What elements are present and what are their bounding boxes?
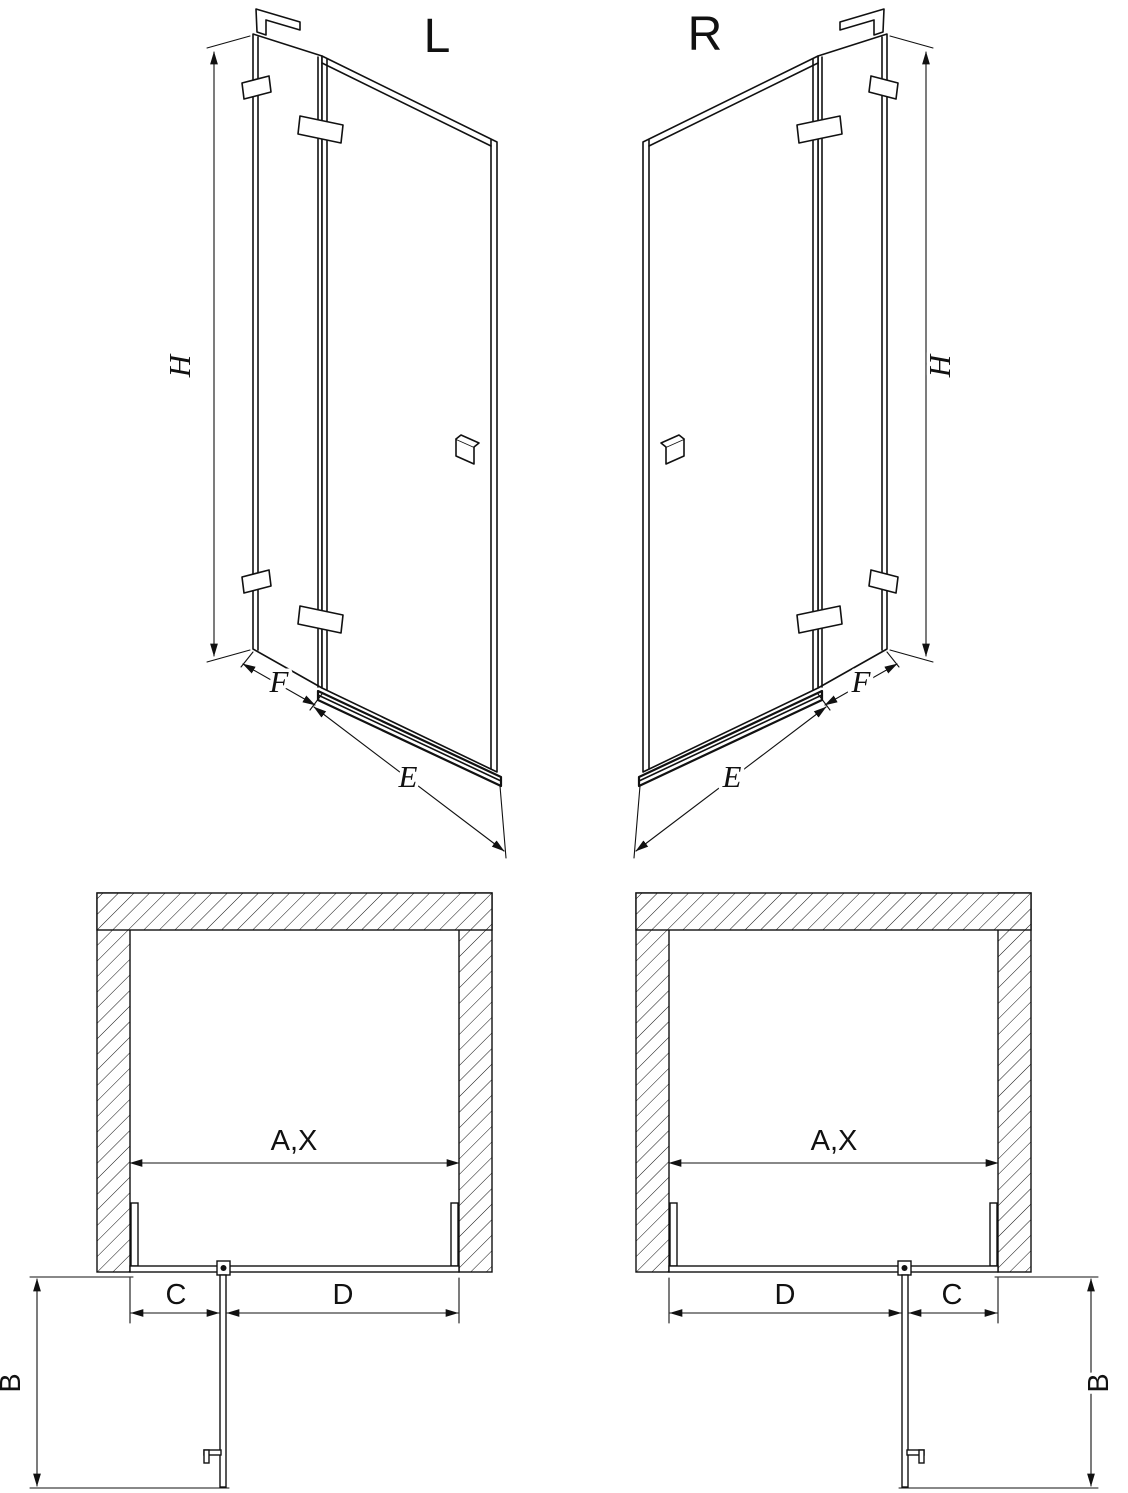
dim-label-c-right: C (942, 1279, 963, 1311)
variant-label-right: R (688, 8, 723, 61)
dim-label-h-right: H (922, 353, 957, 378)
dim-label-e-right: E (722, 759, 742, 794)
door-elevation-right (634, 9, 933, 858)
plan-walls-left (96, 892, 493, 1273)
dim-label-f-right: F (851, 664, 872, 699)
dim-label-e-left: E (398, 759, 418, 794)
dim-label-h-left: H (162, 353, 197, 378)
plan-view-right (669, 1163, 1098, 1488)
plan-view-left (30, 1163, 459, 1488)
dim-label-d-left: D (333, 1279, 354, 1311)
dim-label-ax-left: A,X (271, 1125, 318, 1157)
dim-label-d-right: D (775, 1279, 796, 1311)
dim-label-b-right: B (1083, 1373, 1115, 1392)
dim-label-ax-right: A,X (811, 1125, 858, 1157)
dim-label-f-left: F (269, 664, 290, 699)
dim-label-b-left: B (0, 1373, 27, 1392)
door-elevation-left (207, 9, 506, 858)
plan-walls-right (635, 892, 1032, 1273)
dim-label-c-left: C (166, 1279, 187, 1311)
variant-label-left: L (424, 10, 451, 63)
